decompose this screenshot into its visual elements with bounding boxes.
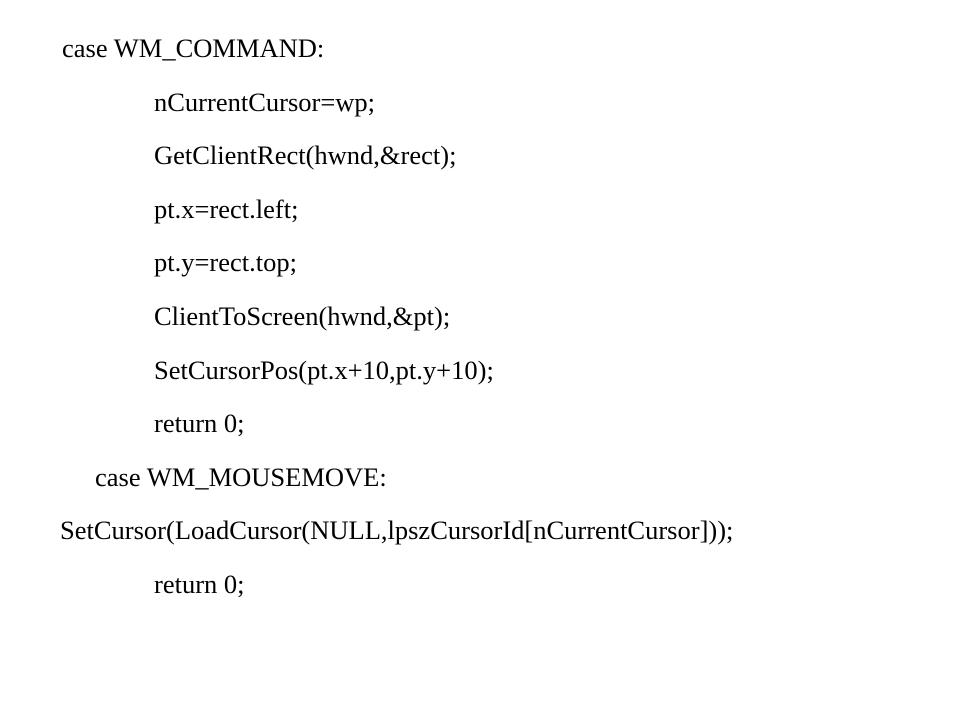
code-line-assign-cursor: nCurrentCursor=wp;: [154, 86, 376, 117]
code-line-set-cursor: SetCursor(LoadCursor(NULL,lpszCursorId[n…: [60, 515, 734, 546]
code-line-return-second: return 0;: [154, 568, 245, 599]
code-line-case-wm-command: case WM_COMMAND:: [62, 33, 325, 63]
code-line-case-wm-mousemove: case WM_MOUSEMOVE:: [95, 461, 387, 492]
code-line-return-first: return 0;: [154, 408, 245, 439]
code-line-client-to-screen: ClientToScreen(hwnd,&pt);: [154, 300, 451, 331]
code-line-set-cursor-pos: SetCursorPos(pt.x+10,pt.y+10);: [154, 354, 494, 385]
code-listing: case WM_COMMAND: nCurrentCursor=wp; GetC…: [0, 28, 960, 618]
code-line-pt-y: pt.y=rect.top;: [154, 247, 297, 278]
code-line-get-client-rect: GetClientRect(hwnd,&rect);: [154, 140, 457, 171]
code-line-pt-x: pt.x=rect.left;: [154, 193, 299, 224]
